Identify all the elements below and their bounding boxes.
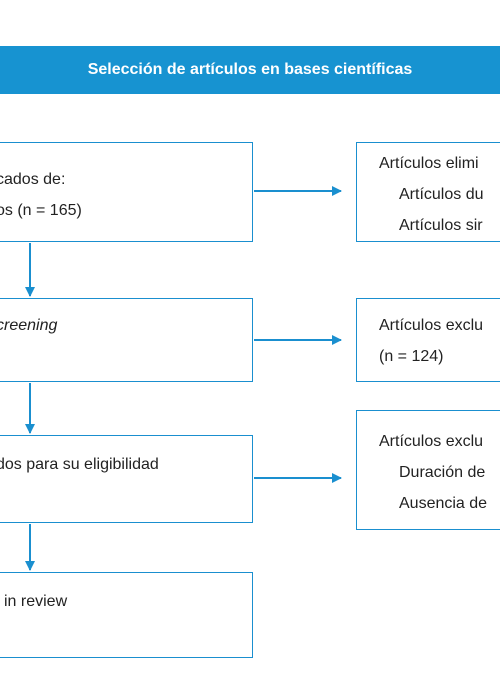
excluded-screening-line-1: Artículos exclu [379, 317, 484, 334]
included-box: l in review [0, 572, 253, 658]
excluded-eligibility-line-1: Artículos exclu [379, 433, 484, 450]
removed-line-2: Artículos du [399, 186, 484, 203]
included-line-1: l in review [0, 593, 68, 610]
removed-line-3: Artículos sir [399, 217, 483, 234]
screening-line-1: creening [0, 317, 58, 334]
screening-box: creening [0, 298, 253, 382]
identified-line-2: os (n = 165) [0, 202, 82, 219]
removed-line-1: Artículos elimi [379, 155, 479, 172]
identified-line-1: cados de: [0, 171, 66, 188]
identified-records-box: cados de: os (n = 165) [0, 142, 253, 242]
header-title: Selección de artículos en bases científi… [87, 61, 413, 78]
eligibility-box: dos para su eligibilidad [0, 435, 253, 523]
diagram-header: Selección de artículos en bases científi… [0, 46, 500, 94]
excluded-screening-box: Artículos exclu (n = 124) [356, 298, 500, 382]
excluded-eligibility-line-3: Ausencia de [399, 495, 488, 512]
eligibility-line-1: dos para su eligibilidad [0, 456, 159, 473]
removed-records-box: Artículos elimi Artículos du Artículos s… [356, 142, 500, 242]
excluded-eligibility-line-2: Duración de [399, 464, 486, 481]
excluded-eligibility-box: Artículos exclu Duración de Ausencia de [356, 410, 500, 530]
excluded-screening-line-2: (n = 124) [379, 348, 444, 365]
